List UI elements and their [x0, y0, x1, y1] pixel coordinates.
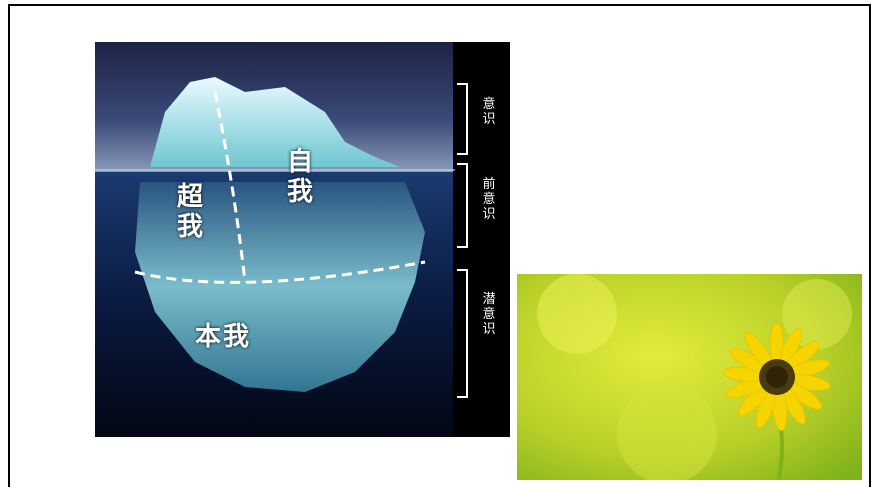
- iceberg-diagram: 自我 超我 本我 意识 前意识 潜意识: [95, 42, 510, 437]
- unconscious-level-label: 潜意识: [482, 292, 496, 337]
- superego-label: 超我: [176, 182, 203, 242]
- conscious-level-label: 意识: [482, 97, 496, 127]
- ego-label: 自我: [286, 147, 313, 207]
- sunflower-illustration: [517, 274, 862, 480]
- preconscious-level-label: 前意识: [482, 177, 496, 222]
- iceberg-illustration: [95, 42, 510, 437]
- id-label: 本我: [195, 322, 252, 352]
- sunflower-photo: [517, 274, 862, 480]
